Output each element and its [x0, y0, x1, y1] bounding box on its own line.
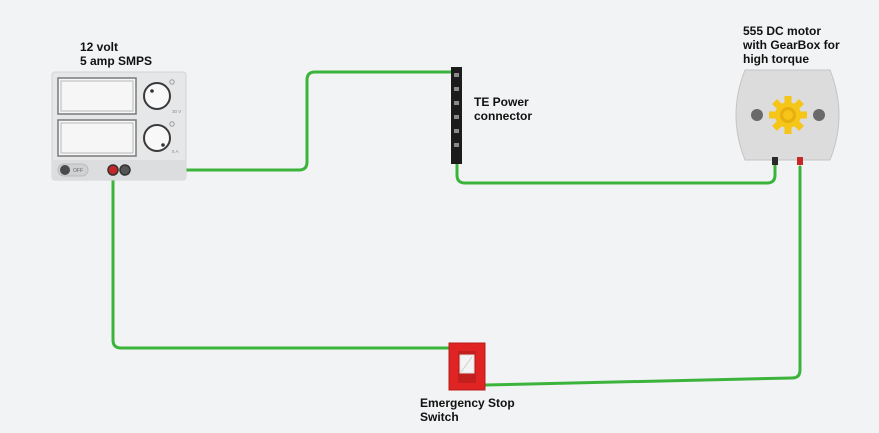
wires — [111, 70, 802, 387]
estop-label-line1: Emergency Stop — [420, 396, 515, 410]
psu-label-line1: 12 volt — [80, 40, 119, 54]
motor-label-line3: high torque — [743, 52, 809, 66]
current-unit-label: 5 A — [172, 149, 179, 154]
voltage-knob[interactable] — [143, 82, 171, 110]
emergency-stop-switch[interactable] — [448, 342, 486, 391]
psu-label-line2: 5 amp SMPS — [80, 54, 153, 68]
positive-terminal[interactable] — [107, 164, 119, 176]
wire-connector-to-motor[interactable] — [455, 158, 777, 185]
connector-label-line1: TE Power — [474, 95, 529, 109]
gear-icon — [769, 96, 807, 134]
power-supply[interactable]: 30 V 5 A OFF — [51, 71, 187, 181]
wire-psu-to-connector[interactable] — [123, 70, 454, 172]
te-power-connector[interactable] — [451, 67, 462, 164]
current-knob[interactable] — [143, 124, 171, 152]
power-toggle-label: OFF — [73, 168, 83, 174]
wire-psu-to-estop[interactable] — [111, 170, 454, 350]
motor-mount-hole-left — [751, 109, 763, 121]
estop-label-line2: Switch — [420, 410, 459, 424]
negative-terminal[interactable] — [119, 164, 131, 176]
voltage-display — [57, 77, 137, 115]
wire-estop-to-motor[interactable] — [483, 165, 802, 387]
dc-motor[interactable] — [735, 69, 840, 165]
connector-label-line2: connector — [474, 109, 533, 123]
motor-mount-hole-right — [813, 109, 825, 121]
motor-label-line2: with GearBox for — [743, 38, 840, 52]
current-display — [57, 119, 137, 157]
motor-terminal-negative[interactable] — [772, 157, 778, 165]
motor-label-line1: 555 DC motor — [743, 24, 822, 38]
motor-terminal-positive[interactable] — [797, 157, 803, 165]
connector-pins — [454, 73, 459, 147]
voltage-unit-label: 30 V — [172, 109, 181, 114]
